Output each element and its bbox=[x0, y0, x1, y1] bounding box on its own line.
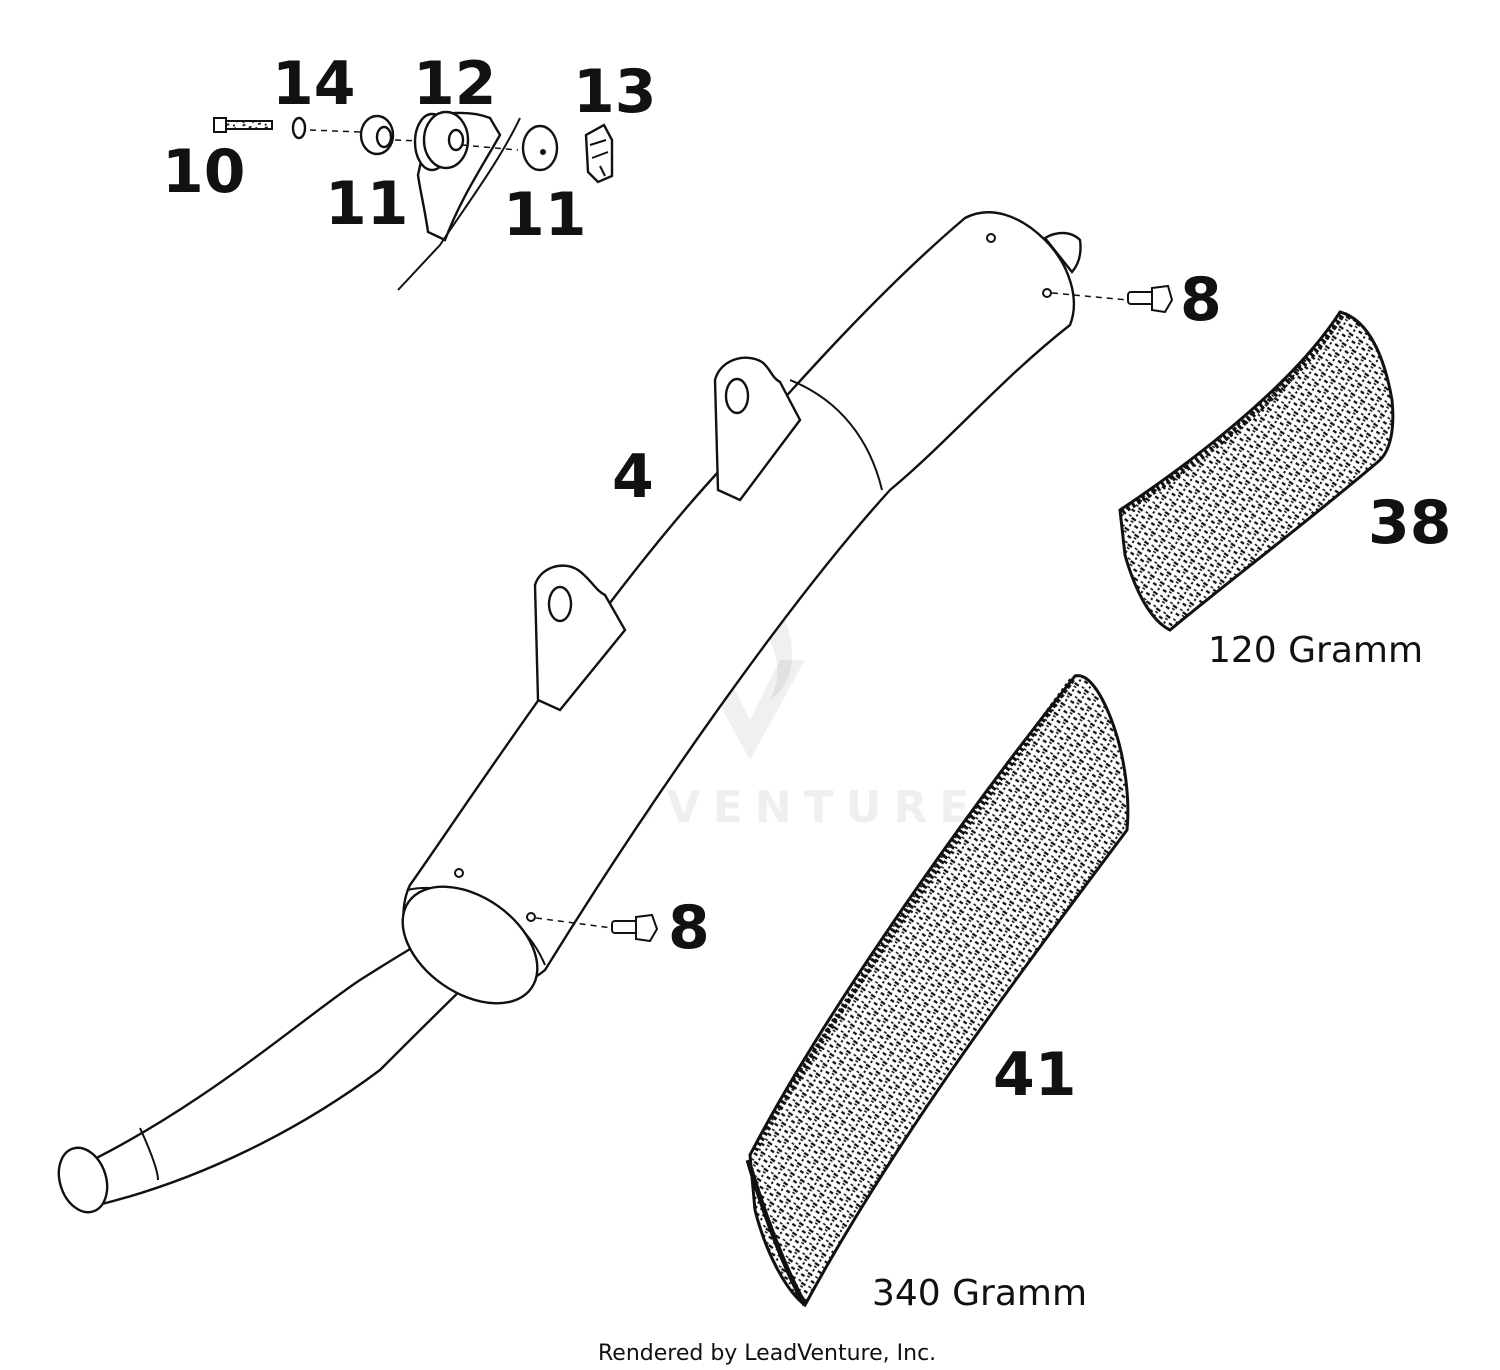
pipe-sleeve-line bbox=[139, 1127, 159, 1181]
callout-38: 38 bbox=[1368, 488, 1452, 558]
callout-8-bottom: 8 bbox=[668, 893, 710, 963]
screw-part-8-bottom bbox=[535, 913, 659, 943]
callout-41: 41 bbox=[993, 1040, 1077, 1110]
muffler-part-4 bbox=[57, 211, 1082, 1214]
canister-seam bbox=[789, 379, 883, 491]
outlet-stub bbox=[1043, 231, 1082, 274]
bushing-part-11-right bbox=[521, 124, 559, 172]
callout-12: 12 bbox=[413, 49, 497, 119]
callout-14: 14 bbox=[272, 49, 356, 119]
screw-hole-left bbox=[454, 868, 464, 878]
silencer-packing-part-38 bbox=[1118, 310, 1395, 632]
washer-part-14 bbox=[291, 116, 307, 140]
screw-part-8-top bbox=[1051, 284, 1174, 314]
bushing-part-11-left bbox=[359, 114, 395, 156]
silencer-packing-part-41 bbox=[745, 674, 1130, 1308]
screw-hole-bottom bbox=[526, 912, 536, 922]
weight-label-41: 340 Gramm bbox=[872, 1273, 1087, 1314]
weight-label-38: 120 Gramm bbox=[1208, 630, 1423, 671]
callout-13: 13 bbox=[573, 57, 657, 127]
bolt-part-10 bbox=[213, 117, 273, 133]
pipe-outlet bbox=[57, 1146, 109, 1214]
clip-nut-part-13 bbox=[584, 123, 614, 184]
callout-4: 4 bbox=[612, 442, 654, 512]
screw-hole-top bbox=[986, 233, 996, 243]
callout-11-right: 11 bbox=[503, 180, 587, 250]
callout-8-top: 8 bbox=[1180, 265, 1222, 335]
screw-hole-right bbox=[1042, 288, 1052, 298]
callout-11-left: 11 bbox=[325, 169, 409, 239]
bracket-hole-lower bbox=[547, 585, 573, 623]
hardware-group bbox=[213, 110, 614, 291]
rubber-grommet-part-12 bbox=[413, 110, 470, 172]
bracket-hole-upper bbox=[724, 377, 750, 415]
canister-end-cap bbox=[401, 885, 539, 1005]
footer-credit: Rendered by LeadVenture, Inc. bbox=[598, 1341, 936, 1366]
callout-10: 10 bbox=[162, 137, 246, 207]
